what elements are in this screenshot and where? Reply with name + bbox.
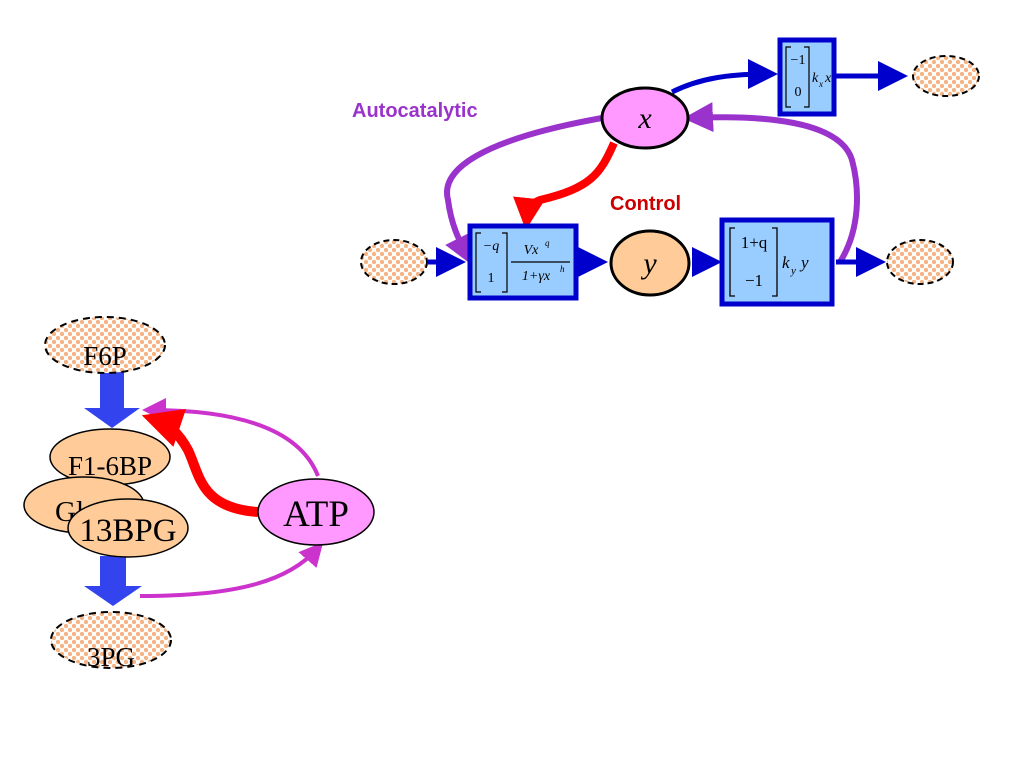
box-y-var: y [799,253,809,272]
box-x-outflow: −1 0 k x x [777,37,837,117]
box-x-vector-bottom: 0 [795,85,802,100]
top-diagram: Autocatalytic Control x y −1 0 [352,37,980,307]
control-label: Control [610,193,681,215]
production-vector-bottom: 1 [488,271,495,286]
node-x [600,86,690,150]
box-y-vector-bottom: −1 [745,271,763,290]
atp-production-arrow [139,541,324,598]
atp-feedback-arrow [142,398,320,477]
box-x-rate-sub: x [818,79,823,89]
production-vector-top: −q [483,239,499,254]
f6p-label: F6P [83,341,127,371]
node-x-label: x [637,102,652,135]
pool-top-right [912,55,980,97]
pool-right [886,239,954,285]
autocatalytic-arrow [444,115,603,266]
13bpg-label: 13BPG [79,513,176,549]
box-x-rate: k [812,71,819,86]
atp-control-arrow [141,408,259,517]
node-y [609,229,691,297]
control-arrow [513,141,618,230]
production-numerator-sup: q [545,238,550,248]
box-y-rate-sub: y [790,265,796,277]
flow-arrow-x-out [670,59,778,95]
production-denominator-sup: h [560,264,565,274]
box-y-rate: k [782,253,790,272]
f16bp-label: F1-6BP [68,451,152,481]
pool-left [360,239,428,285]
node-13bpg [67,498,189,558]
feedback-arrow [683,102,860,264]
box-production: −q 1 Vx q 1+γx h [467,223,579,301]
autocatalytic-label: Autocatalytic [352,100,478,122]
block-arrow-13bpg-to-3pg [84,556,142,606]
box-x-vector-top: −1 [791,53,806,68]
block-arrow-f6p-to-f16bp [84,372,140,428]
box-x-var: x [824,71,832,86]
node-atp [257,478,375,546]
box-y-vector-top: 1+q [741,233,768,252]
pool-3pg [50,611,172,669]
production-denominator: 1+γx [522,269,551,284]
production-numerator: Vx [524,243,540,258]
node-y-label: y [640,247,657,280]
box-y-outflow: 1+q −1 k y y [719,217,835,307]
3pg-label: 3PG [87,642,135,672]
pool-f6p [44,316,166,374]
atp-label: ATP [283,494,349,535]
glycolysis-diagram: F6P F1-6BP Gly3 13BPG ATP 3PG [23,316,375,672]
